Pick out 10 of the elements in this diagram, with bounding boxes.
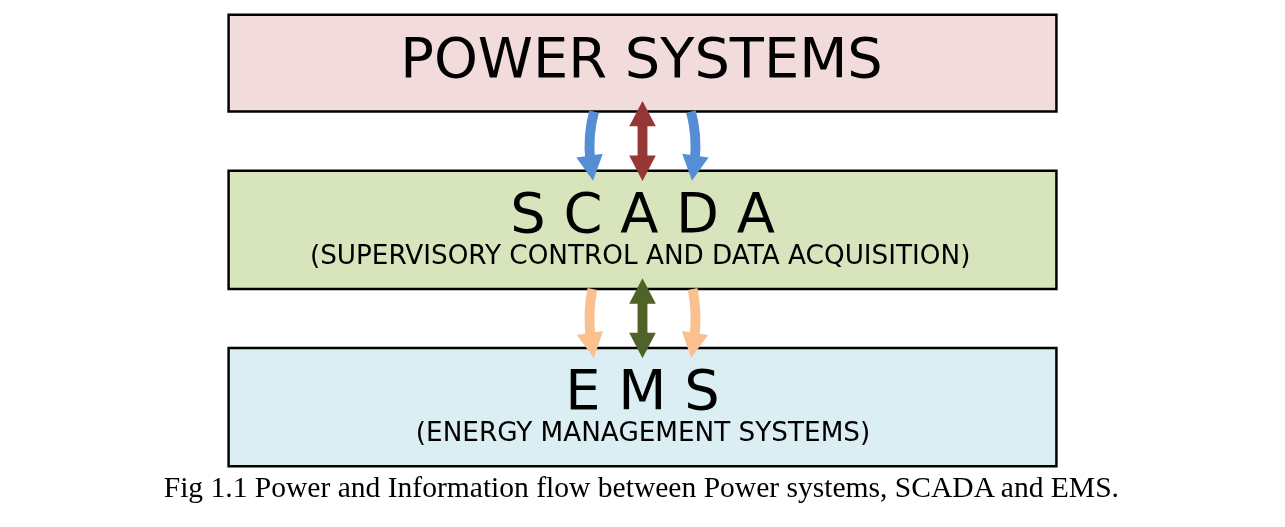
arrow — [576, 288, 604, 359]
arrow — [681, 288, 709, 359]
node-box: E M S (ENERGY MANAGEMENT SYSTEMS) — [227, 346, 1058, 468]
arrow — [682, 110, 709, 181]
arrow — [629, 100, 656, 181]
arrow — [576, 110, 603, 181]
node-box: POWER SYSTEMS — [227, 13, 1058, 113]
node-box: S C A D A (SUPERVISORY CONTROL AND DATA ACQUISITION) — [227, 169, 1058, 291]
caption: Fig 1.1 Power and Information flow between Power systems, SCADA and EMS. — [163, 470, 1119, 503]
arrow — [629, 278, 656, 359]
